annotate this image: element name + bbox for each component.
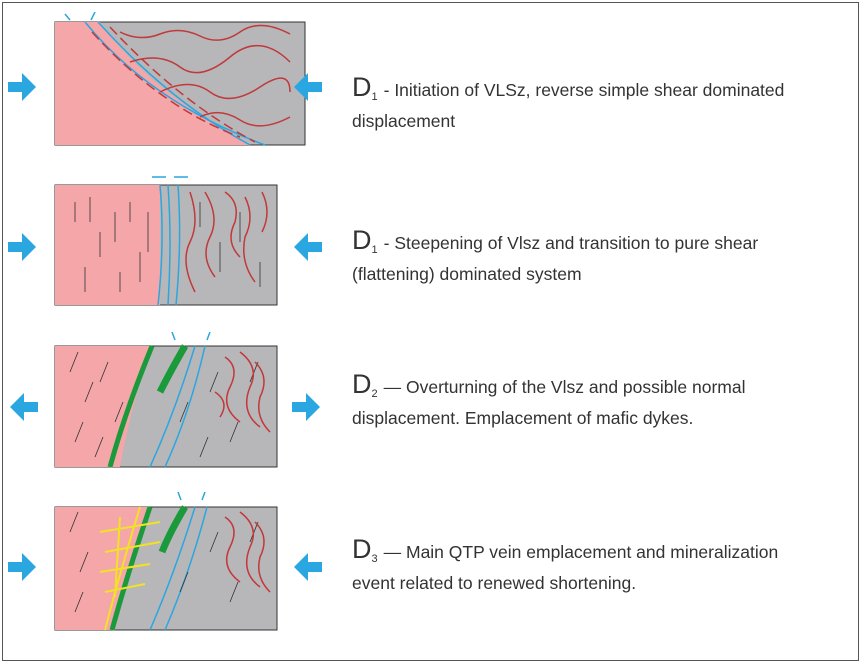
- panel-d1-steepening: [8, 176, 322, 306]
- stage-description: — Overturning of the Vlsz and possible n…: [352, 377, 746, 428]
- stage-subscript: 1: [371, 91, 378, 103]
- stage-label: D: [352, 369, 372, 399]
- stage-subscript: 3: [371, 553, 378, 565]
- caption-d1-steepening: D1- Steepening of Vlsz and transition to…: [352, 225, 822, 286]
- panel-d2-overturning: [10, 332, 320, 468]
- arrow-right-icon: [8, 233, 36, 261]
- panel-d3-qtp-vein: [8, 492, 322, 631]
- stage-label: D: [352, 534, 372, 564]
- panel-d1-initiation: [8, 12, 322, 146]
- arrow-left-icon: [294, 553, 322, 581]
- arrow-right-icon: [8, 553, 36, 581]
- stage-description: - Initiation of VLSz, reverse simple she…: [352, 80, 785, 131]
- arrow-left-icon: [294, 73, 322, 101]
- stage-label: D: [352, 225, 372, 255]
- stage-subscript: 2: [371, 388, 378, 400]
- caption-d3-qtp-vein: D3— Main QTP vein emplacement and minera…: [352, 534, 822, 595]
- arrow-left-icon: [10, 393, 38, 421]
- arrow-left-icon: [294, 233, 322, 261]
- stage-label: D: [352, 72, 372, 102]
- stage-description: - Steepening of Vlsz and transition to p…: [352, 233, 759, 284]
- caption-d1-initiation: D1- Initiation of VLSz, reverse simple s…: [352, 72, 822, 133]
- arrow-right-icon: [292, 393, 320, 421]
- stage-description: — Main QTP vein emplacement and minerali…: [352, 542, 779, 593]
- arrow-right-icon: [8, 73, 36, 101]
- stage-subscript: 1: [371, 244, 378, 256]
- caption-d2-overturning: D2— Overturning of the Vlsz and possible…: [352, 369, 822, 430]
